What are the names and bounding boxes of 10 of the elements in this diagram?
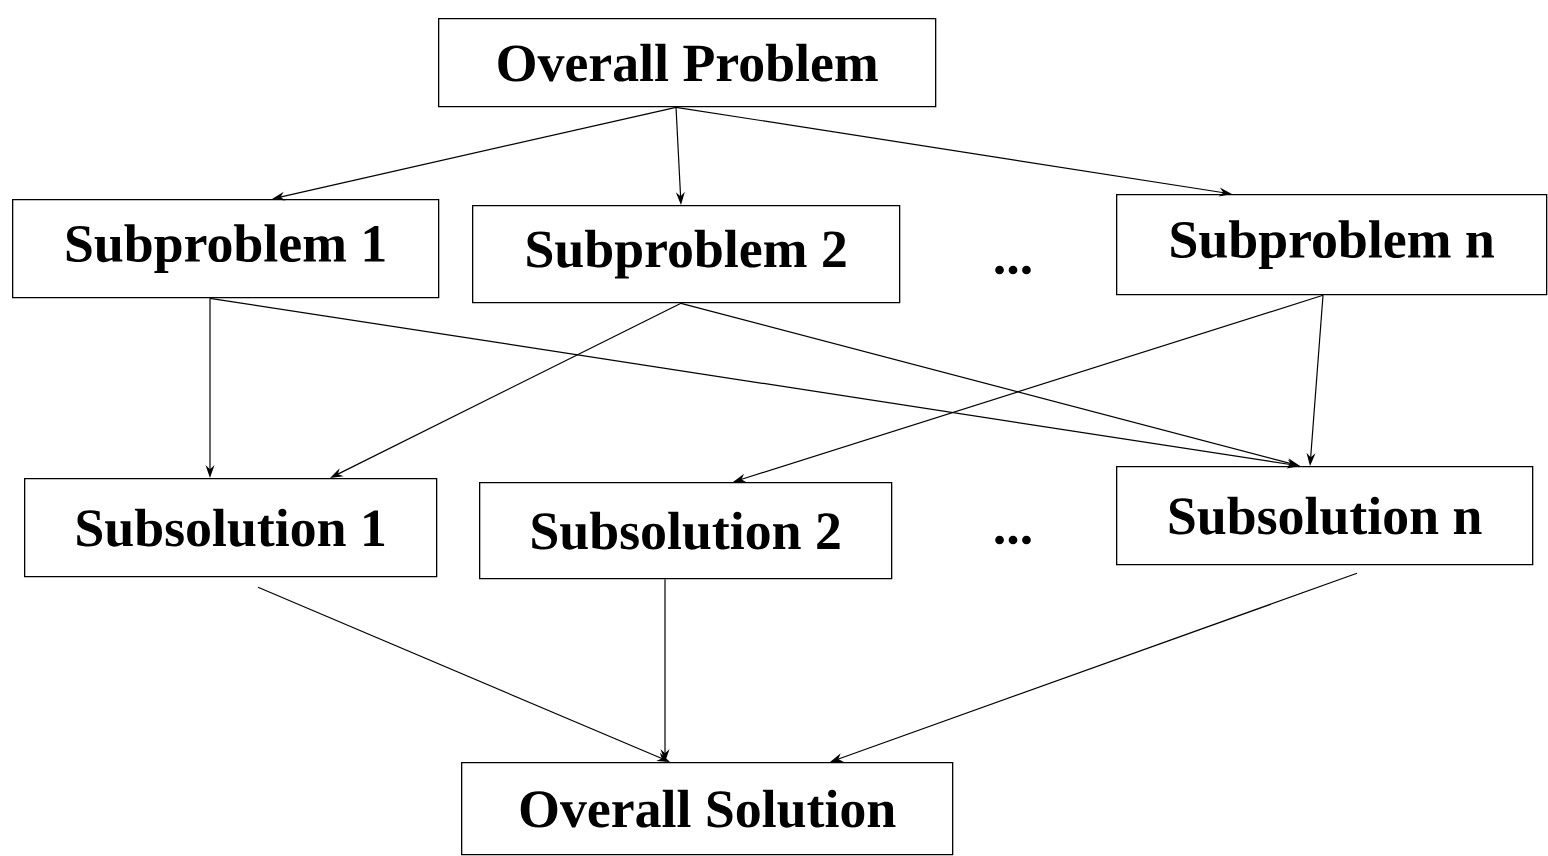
process-box: Subsolution 2 [479, 482, 893, 580]
process-box: Overall Problem [438, 18, 937, 108]
process-box: Subproblem n [1116, 194, 1548, 296]
process-box: Subproblem 1 [12, 199, 440, 299]
ellipsis: ... [995, 265, 1031, 275]
ellipsis: ... [995, 535, 1031, 545]
process-box: Overall Solution [461, 762, 954, 856]
process-box: Subproblem 2 [472, 205, 901, 304]
process-box: Subsolution 1 [24, 478, 438, 578]
process-box: Subsolution n [1116, 466, 1534, 566]
